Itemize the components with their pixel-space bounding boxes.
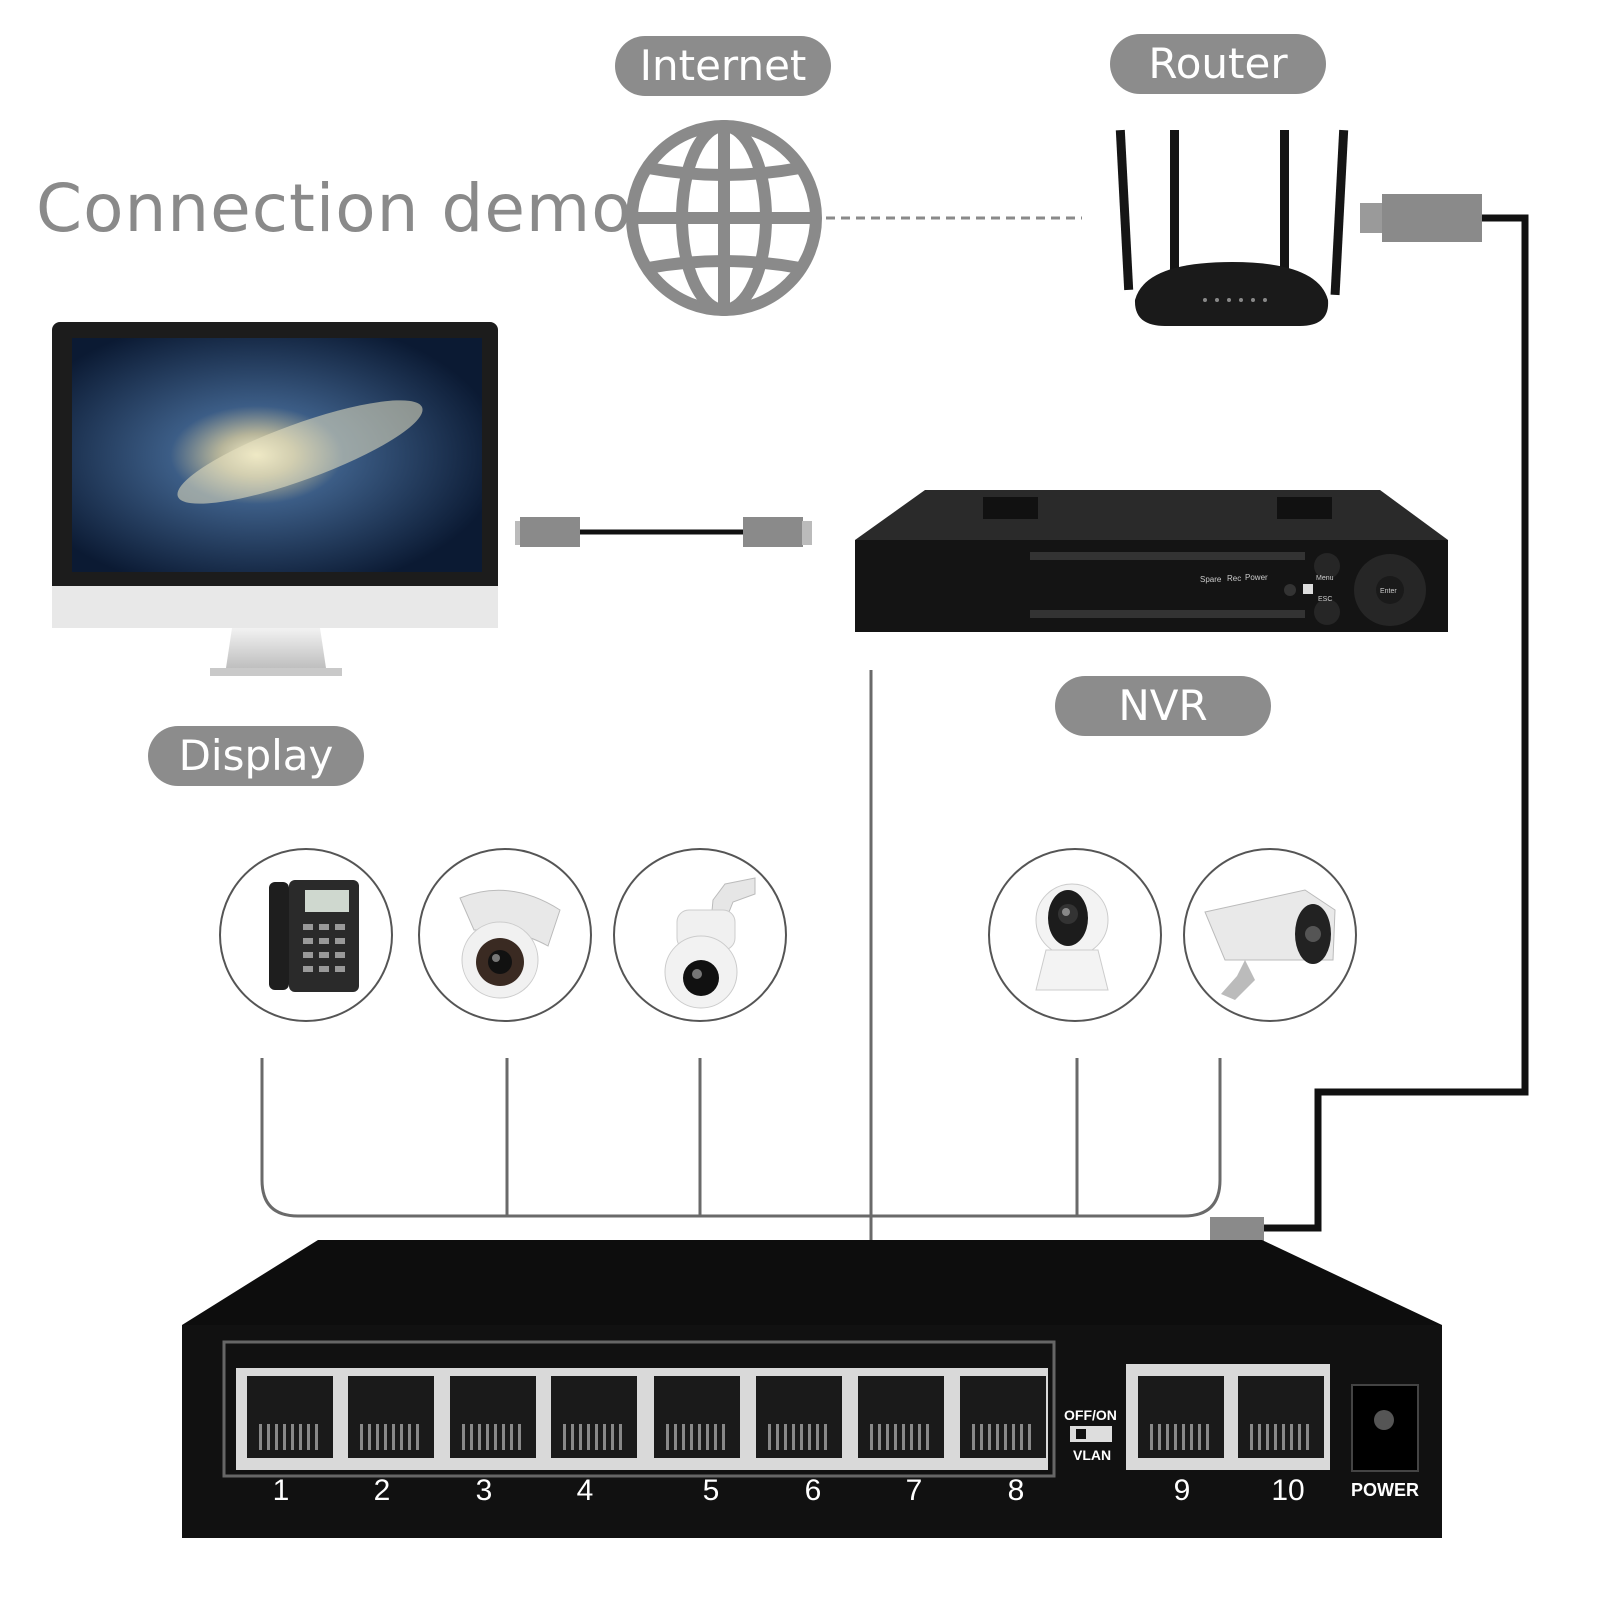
power-label: POWER xyxy=(1351,1480,1419,1500)
ethernet-port-b-0 xyxy=(1138,1376,1224,1458)
port-number-9: 9 xyxy=(1174,1474,1191,1507)
bullet-camera-icon xyxy=(1204,889,1336,1000)
port-number-1: 1 xyxy=(273,1474,290,1507)
indoor-camera-icon xyxy=(1035,883,1109,991)
nvr-rec-label: Rec xyxy=(1227,574,1241,583)
device-connection-lines xyxy=(260,1058,1222,1218)
hdmi-cable xyxy=(515,517,812,547)
ethernet-port-a-3 xyxy=(551,1376,637,1458)
diagram-title: Connection demo xyxy=(36,170,633,247)
nvr-esc-label: ESC xyxy=(1318,596,1332,603)
port-number-4: 4 xyxy=(577,1474,594,1507)
dome-camera-circle xyxy=(418,848,592,1022)
globe-icon xyxy=(626,120,822,316)
ip-phone-icon xyxy=(269,880,359,992)
uplink-cable xyxy=(1210,194,1529,1340)
vlan-switch-label-bottom: VLAN xyxy=(1073,1447,1111,1463)
router-icon xyxy=(1115,129,1349,326)
ip-phone-circle xyxy=(219,848,393,1022)
ptz-camera-circle xyxy=(613,848,787,1022)
port-number-5: 5 xyxy=(703,1474,720,1507)
bullet-camera-circle xyxy=(1183,848,1357,1022)
nvr-power-label: Power xyxy=(1245,573,1268,582)
port-number-8: 8 xyxy=(1008,1474,1025,1507)
port-number-10: 10 xyxy=(1271,1474,1304,1507)
ethernet-port-a-4 xyxy=(654,1376,740,1458)
ptz-camera-icon xyxy=(664,877,756,1009)
ethernet-port-a-7 xyxy=(960,1376,1046,1458)
nvr-menu-label: Menu xyxy=(1316,575,1334,582)
ethernet-port-a-2 xyxy=(450,1376,536,1458)
ethernet-port-b-1 xyxy=(1238,1376,1324,1458)
switch-ports: 1 2 3 4 5 6 7 8 9 10 xyxy=(247,1376,1324,1507)
nvr-enter-label: Enter xyxy=(1380,588,1397,595)
nvr-device-icon xyxy=(855,490,1448,632)
vlan-switch-label-top: OFF/ON xyxy=(1064,1407,1117,1423)
ethernet-port-a-6 xyxy=(858,1376,944,1458)
port-number-6: 6 xyxy=(805,1474,822,1507)
dome-camera-icon xyxy=(459,889,561,999)
ethernet-port-a-0 xyxy=(247,1376,333,1458)
internet-label: Internet xyxy=(615,36,831,96)
port-number-2: 2 xyxy=(374,1474,391,1507)
display-label: Display xyxy=(148,726,364,786)
nvr-label: NVR xyxy=(1055,676,1271,736)
ethernet-port-a-5 xyxy=(756,1376,842,1458)
port-number-7: 7 xyxy=(906,1474,923,1507)
monitor-icon xyxy=(52,322,498,676)
router-label: Router xyxy=(1110,34,1326,94)
ethernet-port-a-1 xyxy=(348,1376,434,1458)
nvr-spare-label: Spare xyxy=(1200,575,1222,584)
port-number-3: 3 xyxy=(476,1474,493,1507)
indoor-camera-circle xyxy=(988,848,1162,1022)
